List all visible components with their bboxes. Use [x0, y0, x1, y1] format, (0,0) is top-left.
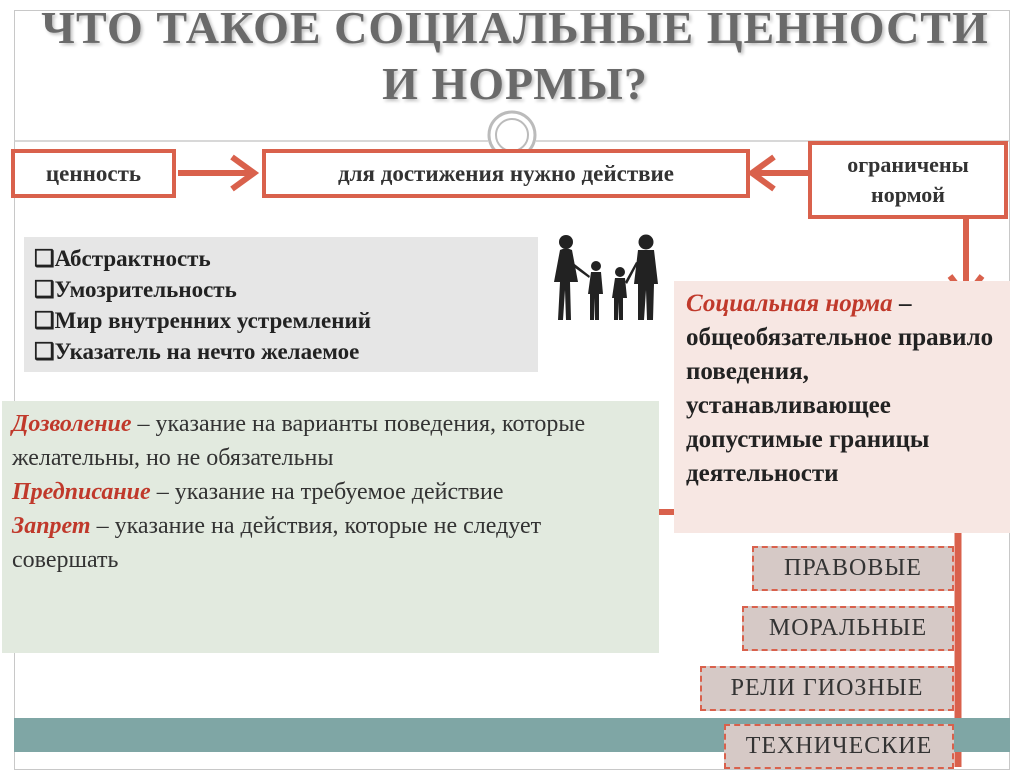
norm-type-legal: ПРАВОВЫЕ: [752, 546, 954, 591]
permission-text: – указание на варианты поведения, которы…: [12, 411, 586, 471]
prescription-item: Предписание – указание на требуемое дейс…: [12, 475, 649, 509]
permission-item: Дозволение – указание на варианты поведе…: [12, 407, 649, 475]
family-silhouette-icon: [554, 234, 658, 320]
norm-kinds-box: Дозволение – указание на варианты поведе…: [2, 401, 659, 653]
norm-type-religious: РЕЛИ ГИОЗНЫЕ: [700, 666, 954, 711]
limited-label-line2: нормой: [871, 182, 945, 207]
list-item: ❑Умозрительность: [34, 277, 237, 302]
action-box: для достижения нужно действие: [262, 149, 750, 198]
value-label: ценность: [45, 160, 142, 186]
action-label: для достижения нужно действие: [337, 160, 674, 186]
norm-type-technical: ТЕХНИЧЕСКИЕ: [724, 724, 954, 769]
prohibition-text: – указание на действия, которые не следу…: [12, 513, 542, 573]
norm-type-label: РЕЛИ ГИОЗНЫЕ: [730, 675, 924, 701]
list-item: ❑Мир внутренних устремлений: [34, 308, 371, 333]
slide-title: ЧТО ТАКОЕ СОЦИАЛЬНЫЕ ЦЕННОСТИ И НОРМЫ?: [20, 0, 1010, 112]
title-line-2: И НОРМЫ?: [382, 58, 648, 109]
social-norm-dash: –: [892, 290, 912, 317]
limited-box: ограничены нормой: [808, 141, 1008, 219]
norm-type-label: ТЕХНИЧЕСКИЕ: [745, 733, 933, 759]
prescription-text: – указание на требуемое действие: [150, 479, 504, 505]
value-traits-list: ❑Абстрактность ❑Умозрительность ❑Мир вну…: [24, 237, 538, 372]
prohibition-term: Запрет: [12, 513, 91, 539]
title-line-1: ЧТО ТАКОЕ СОЦИАЛЬНЫЕ ЦЕННОСТИ: [41, 2, 989, 53]
value-box: ценность: [11, 149, 176, 198]
social-norm-term: Социальная норма: [686, 290, 893, 317]
limited-label-line1: ограничены: [847, 152, 969, 177]
list-item: ❑Абстрактность: [34, 246, 211, 271]
norm-type-label: ПРАВОВЫЕ: [784, 555, 922, 581]
norm-type-label: МОРАЛЬНЫЕ: [768, 615, 928, 641]
prescription-term: Предписание: [12, 479, 151, 505]
social-norm-box: Социальная норма – общеобязательное прав…: [674, 281, 1010, 533]
permission-term: Дозволение: [12, 411, 132, 437]
norm-type-moral: МОРАЛЬНЫЕ: [742, 606, 954, 651]
list-item: ❑Указатель на нечто желаемое: [34, 339, 360, 364]
prohibition-item: Запрет – указание на действия, которые н…: [12, 509, 649, 577]
ornament-circle-inner: [495, 118, 529, 152]
social-norm-definition: общеобязательное правило поведения, уста…: [686, 324, 994, 487]
